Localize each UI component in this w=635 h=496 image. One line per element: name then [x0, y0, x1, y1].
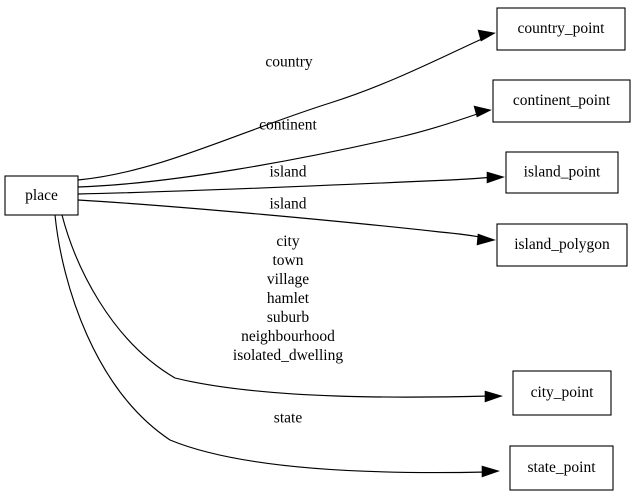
node-island-point-label: island_point	[524, 164, 601, 181]
edges-layer	[54, 29, 505, 478]
edge-continent-path	[77, 112, 481, 188]
edge-state-path	[54, 214, 488, 474]
edge-label-continent: continent	[259, 117, 317, 134]
edge-continent-arrowhead	[473, 105, 492, 118]
node-state-point[interactable]: state_point	[509, 445, 614, 491]
edge-city-path	[61, 214, 491, 398]
node-city-point[interactable]: city_point	[512, 370, 612, 416]
edge-island-point[interactable]	[77, 171, 505, 195]
node-island-polygon-box	[496, 223, 628, 267]
node-island-point-box	[505, 151, 619, 194]
node-country-point[interactable]: country_point	[496, 7, 626, 51]
node-state-point-box	[509, 445, 614, 491]
edge-label-city-line: city	[276, 233, 299, 250]
edge-label-island-polygon: island	[269, 196, 306, 213]
node-continent-point-box	[492, 79, 631, 123]
node-city-point-label: city_point	[531, 384, 595, 401]
edge-label-city-line: town	[273, 252, 304, 269]
edge-island-point-path	[77, 176, 494, 195]
node-place[interactable]: place	[4, 175, 79, 216]
nodes-layer: place country_point continent_point isla…	[4, 7, 631, 491]
edge-label-city-line: neighbourhood	[241, 328, 335, 345]
edge-state-arrowhead	[481, 465, 500, 478]
node-state-point-label: state_point	[527, 459, 596, 476]
node-island-point[interactable]: island_point	[505, 151, 619, 194]
edge-country-arrowhead	[477, 29, 496, 42]
edge-label-island-point: island	[269, 164, 306, 181]
edge-label-country: country	[265, 54, 313, 71]
edge-country[interactable]	[77, 29, 496, 181]
node-continent-point-label: continent_point	[513, 92, 611, 109]
edge-city[interactable]	[61, 214, 503, 403]
node-city-point-box	[512, 370, 612, 416]
node-place-label: place	[25, 187, 58, 204]
node-continent-point[interactable]: continent_point	[492, 79, 631, 123]
edge-label-city-line: hamlet	[267, 290, 310, 307]
edge-island-polygon-path	[77, 199, 486, 239]
edge-label-city-line: village	[267, 271, 309, 288]
edge-labels-layer: country continent island island city town…	[233, 54, 343, 427]
edge-label-city-group: city town village hamlet suburb neighbourhood…	[233, 233, 343, 364]
edge-label-state: state	[274, 410, 303, 427]
edge-city-arrowhead	[484, 390, 503, 403]
edge-country-path	[77, 37, 485, 181]
edge-state[interactable]	[54, 214, 500, 478]
edge-island-polygon[interactable]	[77, 199, 496, 246]
node-island-polygon-label: island_polygon	[514, 236, 610, 253]
node-island-polygon[interactable]: island_polygon	[496, 223, 628, 267]
edge-continent[interactable]	[77, 105, 492, 188]
edge-island-point-arrowhead	[486, 171, 505, 184]
node-place-box	[4, 175, 79, 216]
edge-label-city-line: isolated_dwelling	[233, 347, 343, 364]
edge-island-polygon-arrowhead	[476, 233, 496, 246]
node-country-point-label: country_point	[518, 20, 606, 37]
node-country-point-box	[496, 7, 626, 51]
edge-label-city-line: suburb	[267, 309, 309, 326]
